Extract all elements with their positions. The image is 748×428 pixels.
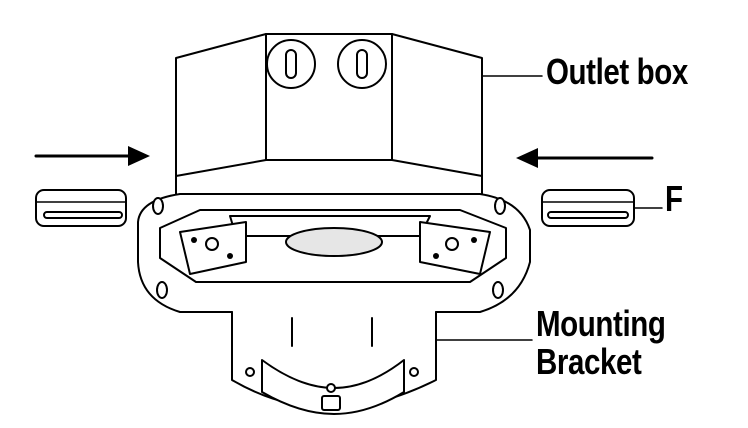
arrow-left-right [34, 146, 150, 166]
mounting-bracket [137, 193, 531, 415]
arrow-right-left [516, 148, 654, 168]
f-clip-left [35, 189, 127, 227]
box-screw-slot-right [337, 39, 387, 89]
label-mounting: Mounting [536, 303, 666, 344]
leader-lines [435, 75, 663, 341]
label-bracket: Bracket [536, 341, 642, 382]
label-outlet-box: Outlet box [546, 51, 688, 92]
outlet-box [175, 33, 483, 201]
label-f: F [665, 178, 683, 219]
f-clip-right [541, 189, 635, 227]
box-screw-slot-left [266, 39, 316, 89]
